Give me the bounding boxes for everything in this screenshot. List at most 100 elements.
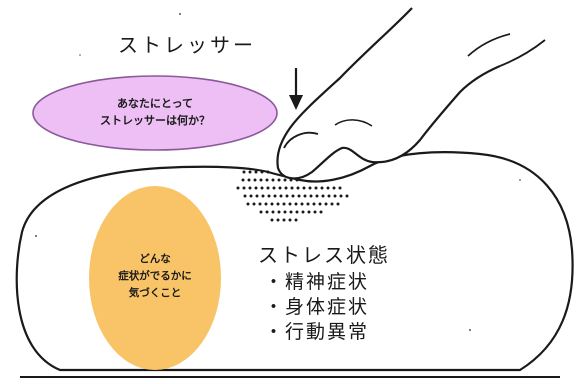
hand-back-line [467,33,546,67]
shading-dot [282,202,286,206]
stressor-label: ストレッサー [118,33,256,57]
shading-dot [313,210,317,214]
shading-dot [282,218,286,222]
finger-nail [283,131,319,149]
shading-dot [270,218,274,222]
shading-dot [267,194,271,198]
shading-dot [242,170,246,174]
shading-dot [252,202,256,206]
shading-dot [276,218,280,222]
shading-dot [319,210,323,214]
shading-dot [260,170,264,174]
shading-dot [296,186,300,190]
shading-dot [283,178,287,182]
shading-dot [297,194,301,198]
shading-dot [339,194,343,198]
shading-dot [294,218,298,222]
finger-knuckle-line [334,119,373,127]
shading-dot [248,170,252,174]
shading-dot [253,178,257,182]
shading-dot [271,210,275,214]
down-arrow-icon [289,68,303,110]
shading-dot [315,194,319,198]
shading-dot [264,202,268,206]
shading-dot [302,186,306,190]
shading-dot [276,202,280,206]
question-bubble [32,75,278,151]
shading-dot [318,202,322,206]
shading-dot [336,202,340,206]
dent-shading-dots [236,170,349,222]
shading-dot [259,210,263,214]
shading-dot [258,202,262,206]
shading-dot [254,170,258,174]
shading-dot [277,210,281,214]
shading-dot [288,218,292,222]
shading-dot [247,178,251,182]
shading-dot [332,186,336,190]
shading-dot [266,186,270,190]
shading-dot [270,202,274,206]
stress-state-item: ・行動異常 [264,321,369,343]
shading-dot [265,178,269,182]
shading-dot [326,186,330,190]
stress-state-item: ・身体症状 [264,296,369,318]
shading-dot [306,202,310,206]
shading-dot [241,178,245,182]
stress-state-item: ・精神症状 [264,271,369,293]
stress-state-title: ストレス状態 [258,243,390,267]
shading-dot [330,202,334,206]
shading-dot [321,194,325,198]
awareness-line-3: 気づくこと [128,286,182,299]
awareness-line-2: 症状がでるかに [118,269,192,282]
shading-dot [255,194,259,198]
finger-outline [276,7,501,180]
shading-dot [242,186,246,190]
question-line-1: あなたにとって [117,97,193,110]
shading-dot [312,202,316,206]
shading-dot [248,186,252,190]
shading-dot [273,194,277,198]
shading-dot [288,202,292,206]
shading-dot [284,186,288,190]
shading-dot [303,194,307,198]
shading-dot [283,210,287,214]
shading-dot [307,210,311,214]
shading-dot [271,178,275,182]
shading-dot [308,186,312,190]
shading-dot [249,194,253,198]
shading-dot [294,202,298,206]
shading-dot [289,210,293,214]
shading-dot [314,186,318,190]
shading-dot [236,186,240,190]
shading-dot [265,210,269,214]
shading-dot [290,186,294,190]
finger-illustration [276,7,546,180]
shading-dot [266,170,270,174]
shading-dot [261,194,265,198]
question-line-2: ストレッサーは何か？ [100,113,210,127]
shading-dot [345,194,349,198]
shading-dot [324,202,328,206]
scan-speckles [35,13,521,331]
shading-dot [295,210,299,214]
awareness-bubble [89,186,221,370]
shading-dot [259,178,263,182]
shading-dot [301,210,305,214]
shading-dot [320,186,324,190]
shading-dot [277,178,281,182]
shading-dot [300,202,304,206]
shading-dot [260,186,264,190]
shading-dot [246,202,250,206]
shading-dot [338,186,342,190]
awareness-line-1: どんな [139,252,171,265]
shading-dot [333,194,337,198]
shading-dot [243,194,247,198]
shading-dot [254,186,258,190]
shading-dot [278,186,282,190]
shading-dot [279,194,283,198]
shading-dot [309,194,313,198]
shading-dot [272,186,276,190]
